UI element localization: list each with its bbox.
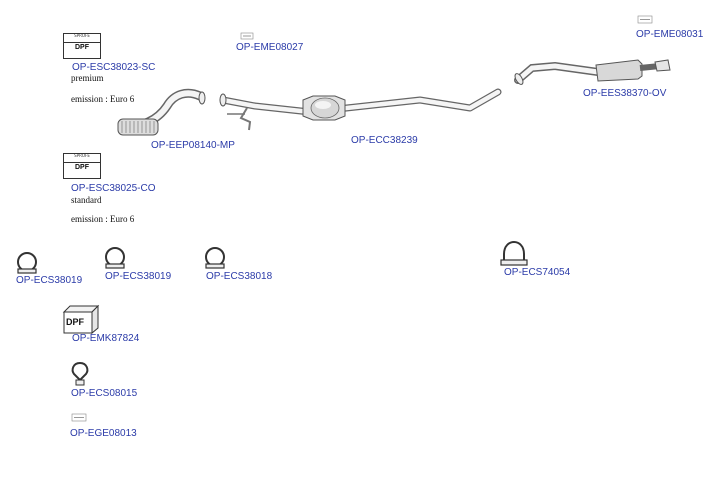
dpf-box-label: DPF xyxy=(75,164,89,171)
part-code-esc38023[interactable]: OP-ESC38023-SC xyxy=(72,62,156,73)
dpf-kit-box-label: DPF xyxy=(66,317,84,327)
part-code-ecs38018[interactable]: OP-ECS38018 xyxy=(206,271,273,282)
pipe-clamp-icon xyxy=(500,240,528,266)
dpf-box-header: SPROFE xyxy=(64,154,100,163)
part-code-ege08013[interactable]: OP-EGE08013 xyxy=(70,428,137,439)
part-code-ees38370[interactable]: OP-EES38370-OV xyxy=(583,88,667,99)
part-emission-esc38025: emission : Euro 6 xyxy=(71,214,135,224)
pipe-clamp-icon xyxy=(105,247,125,269)
part-code-ecs08015[interactable]: OP-ECS08015 xyxy=(71,388,138,399)
dpf-kit-box-icon: SPROFE DPF xyxy=(63,153,101,179)
front-pipe-flex-icon xyxy=(117,88,206,136)
part-code-ecc38239[interactable]: OP-ECC38239 xyxy=(351,135,418,146)
dpf-kit-box-icon: SPROFE DPF xyxy=(63,33,101,59)
catalytic-converter-pipe-icon xyxy=(219,88,502,131)
part-code-eme08027[interactable]: OP-EME08027 xyxy=(236,42,304,53)
part-code-ecs38019-a[interactable]: OP-ECS38019 xyxy=(16,275,83,286)
dpf-box-label: DPF xyxy=(75,44,89,51)
gasket-tag-icon xyxy=(637,15,653,24)
part-code-eep08140[interactable]: OP-EEP08140-MP xyxy=(151,140,235,151)
part-code-ecs74054[interactable]: OP-ECS74054 xyxy=(504,267,571,278)
part-emission-esc38023: emission : Euro 6 xyxy=(71,94,135,104)
pipe-clamp-icon xyxy=(17,252,37,274)
rear-silencer-icon xyxy=(514,59,671,85)
part-variant-esc38023: premium xyxy=(71,73,104,83)
dpf-box-header: SPROFE xyxy=(64,34,100,43)
part-variant-esc38025: standard xyxy=(71,195,102,205)
pipe-clamp-icon xyxy=(205,247,225,269)
band-clamp-icon xyxy=(71,361,89,386)
part-code-eme08031[interactable]: OP-EME08031 xyxy=(636,29,704,40)
part-code-emk87824[interactable]: OP-EMK87824 xyxy=(72,333,140,344)
dpf-mounting-kit-box-icon xyxy=(62,304,100,335)
part-code-esc38025[interactable]: OP-ESC38025-CO xyxy=(71,183,156,194)
gasket-tag-icon xyxy=(71,413,87,422)
gasket-tag-icon xyxy=(240,32,254,40)
part-code-ecs38019-b[interactable]: OP-ECS38019 xyxy=(105,271,172,282)
